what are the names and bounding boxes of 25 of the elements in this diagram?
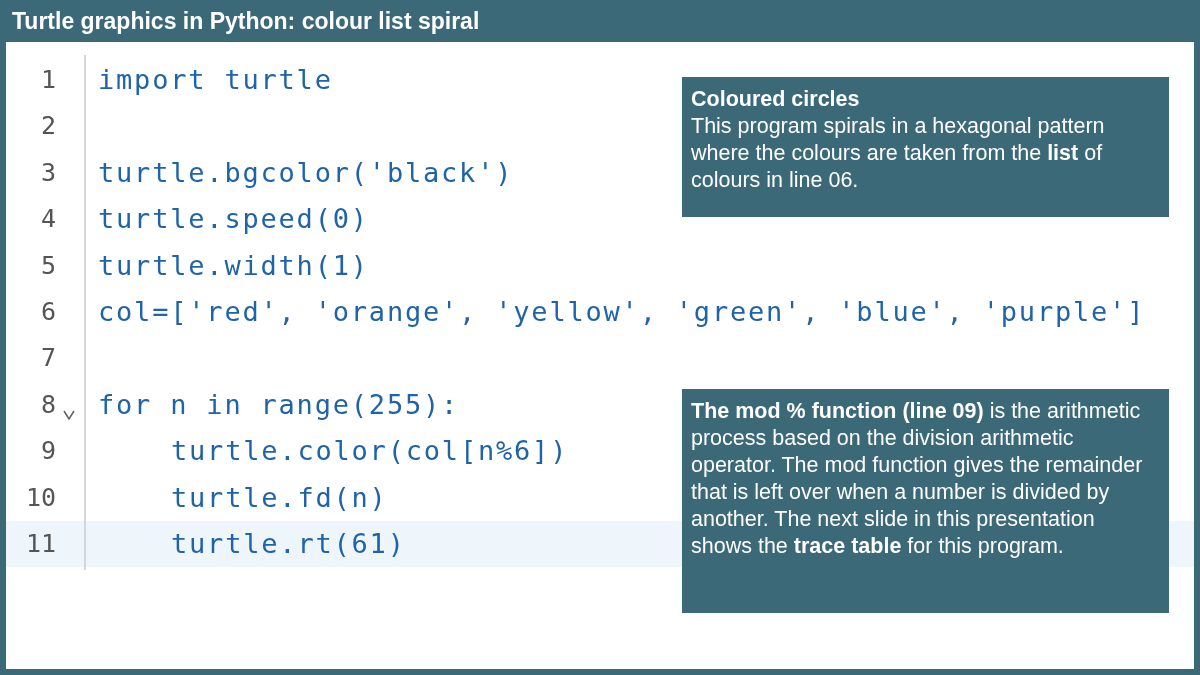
line-number: 1: [39, 64, 56, 96]
code-line: turtle.width(1): [98, 248, 369, 283]
line-number: 4: [39, 203, 56, 236]
code-line: turtle.color(col[n%6]): [171, 434, 569, 469]
code-line: turtle.rt(61): [171, 527, 406, 561]
code-line: turtle.bgcolor('black'): [98, 155, 514, 190]
code-line: turtle.speed(0): [98, 202, 369, 237]
line-number: 9: [39, 435, 56, 468]
callout-box: [682, 77, 1169, 217]
line-number: 10: [24, 481, 56, 514]
code-line: for n in range(255):: [98, 387, 460, 422]
line-number: 7: [39, 342, 56, 375]
callout-heading: Coloured circles: [691, 86, 861, 113]
line-number: 3: [39, 156, 56, 189]
line-number: 2: [39, 110, 56, 143]
callout-text: This program spirals in a hexagonal pattern where the colours are taken from the list of colours in line 06.: [691, 113, 1106, 194]
code-line: col=['red', 'orange', 'yellow', 'green', 'blue', 'purple']: [98, 295, 1146, 329]
callout-text: The mod % function (line 09) is the arithmetic process based on the division arithmetic operator. The mod function gives the remainder that is left over when a number is divided by another. The next slide in this presentation shows the trace table for this program.: [691, 398, 1144, 560]
line-number: 11: [24, 528, 56, 560]
callout-box: [682, 389, 1169, 613]
code-line: turtle.fd(n): [171, 480, 388, 515]
line-number: 6: [39, 296, 56, 328]
code-line: import turtle: [98, 63, 333, 97]
line-number: 8: [39, 388, 56, 421]
line-number: 5: [39, 249, 56, 282]
